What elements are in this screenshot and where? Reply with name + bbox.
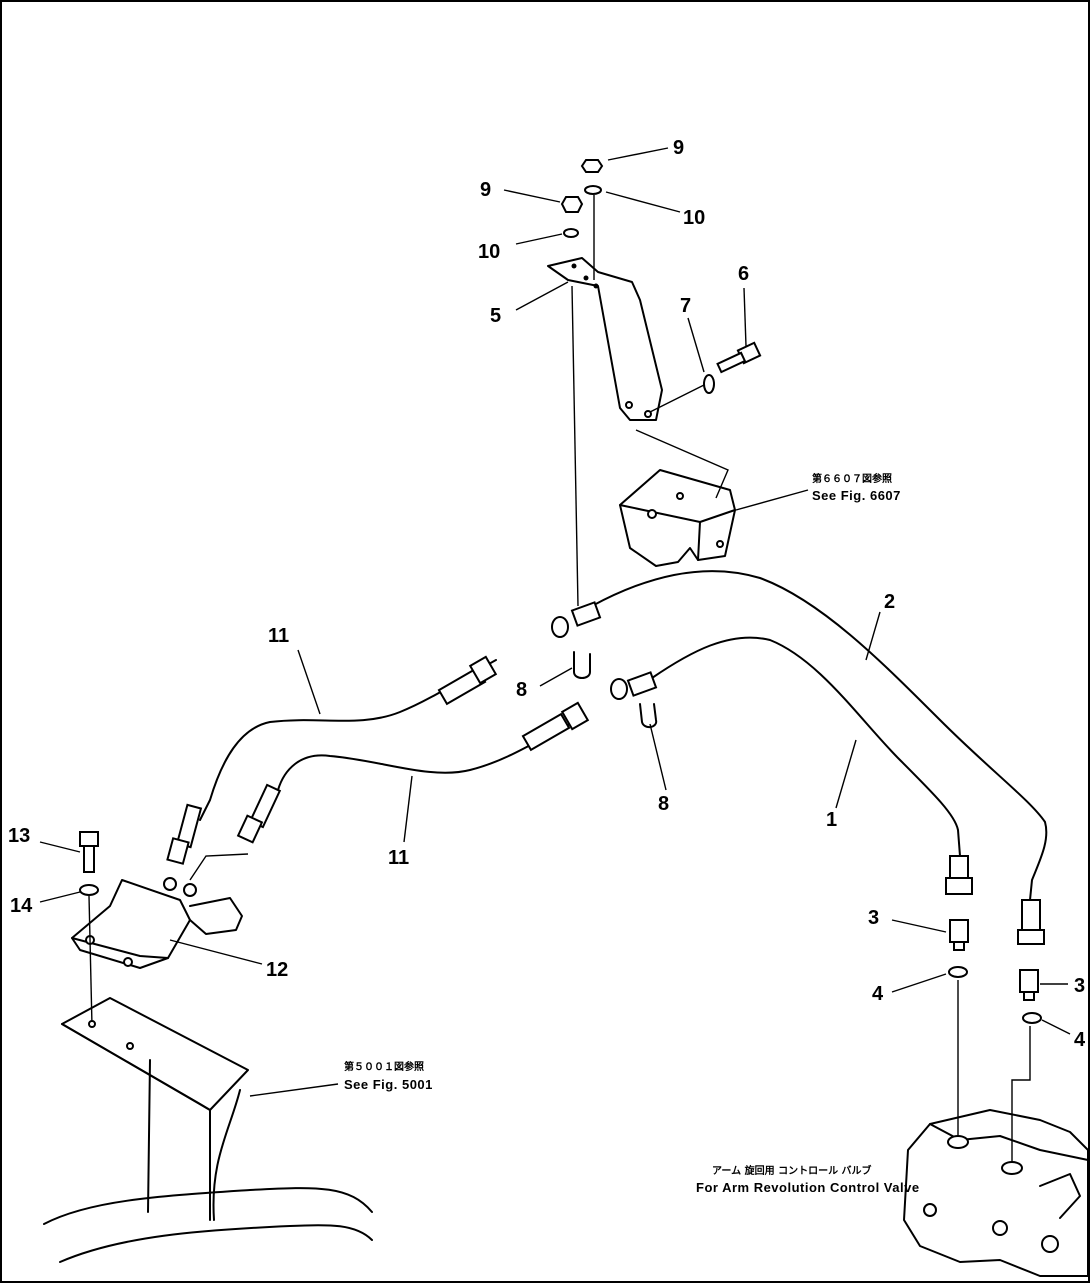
valve-block-6607 [619, 429, 736, 567]
callout-14: 14 [10, 895, 33, 917]
bracket-5 [547, 257, 663, 421]
callout-3-right: 3 [1074, 975, 1085, 997]
washer-10-lower [563, 228, 579, 238]
callout-1: 1 [826, 809, 837, 831]
hose-1 [651, 636, 961, 857]
callout-7: 7 [680, 295, 691, 317]
axis-line-vertical [571, 285, 579, 607]
callout-11-upper: 11 [268, 625, 289, 647]
note-fig-6607-en: See Fig. 6607 [812, 488, 901, 503]
fitting-hose-11-lower-top [521, 701, 590, 752]
axis-line-bolt-13 [88, 895, 93, 1027]
leader-lines [39, 147, 1071, 1097]
washer-7 [703, 374, 715, 394]
fitting-hose-1-top [610, 671, 658, 700]
bolt-13 [79, 831, 99, 873]
hose-11-lower [277, 719, 579, 791]
adapter-3-left [949, 919, 969, 951]
callout-13: 13 [8, 825, 30, 847]
callout-12: 12 [266, 959, 288, 981]
bolt-axis-line [649, 384, 705, 413]
hose-2 [591, 570, 1048, 901]
note-valve-en: For Arm Revolution Control Valve [696, 1180, 920, 1195]
callout-6: 6 [738, 263, 749, 285]
nut-9-upper [580, 159, 604, 173]
callout-8-upper: 8 [516, 679, 527, 701]
clamp-8-upper [573, 651, 591, 679]
callout-2: 2 [884, 591, 895, 613]
hose-1-end-fitting [945, 855, 973, 895]
callout-9-upper: 9 [673, 137, 684, 159]
callout-10-upper: 10 [683, 207, 705, 229]
note-fig-5001-en: See Fig. 5001 [344, 1077, 433, 1092]
bracket-12 [71, 853, 249, 969]
callout-11-lower: 11 [388, 847, 409, 869]
callout-4-left: 4 [872, 983, 884, 1005]
adapter-3-right [1019, 969, 1039, 1001]
callout-8-lower: 8 [658, 793, 669, 815]
callout-3-left: 3 [868, 907, 879, 929]
bolt-6 [716, 341, 762, 374]
fitting-hose-11-upper-bottom [166, 803, 203, 865]
callout-9-lower: 9 [480, 179, 491, 201]
note-valve-jp: アーム 旋回用 コントロール バルブ [712, 1164, 872, 1177]
note-fig-6607-jp: 第６６０７図参照 [812, 472, 892, 485]
clamp-8-lower [639, 703, 658, 728]
axis-line-valve-right [1011, 1026, 1031, 1164]
note-fig-5001-jp: 第５００１図参照 [344, 1060, 424, 1073]
callout-4-right: 4 [1074, 1029, 1086, 1051]
fitting-hose-11-upper-top [437, 655, 498, 706]
fitting-hose-11-lower-bottom [236, 783, 282, 844]
o-ring-4-left [948, 966, 968, 978]
o-ring-4-right [1022, 1012, 1042, 1024]
washer-14 [79, 884, 99, 896]
callout-10-lower: 10 [478, 241, 500, 263]
callout-5: 5 [490, 305, 501, 327]
fitting-hose-2-top [551, 601, 602, 638]
nut-9-lower [560, 196, 584, 213]
hose-2-end-fitting [1017, 899, 1045, 945]
frame-5001 [43, 997, 373, 1263]
arm-revolution-control-valve [903, 1109, 1089, 1277]
washer-10-upper [584, 185, 602, 195]
